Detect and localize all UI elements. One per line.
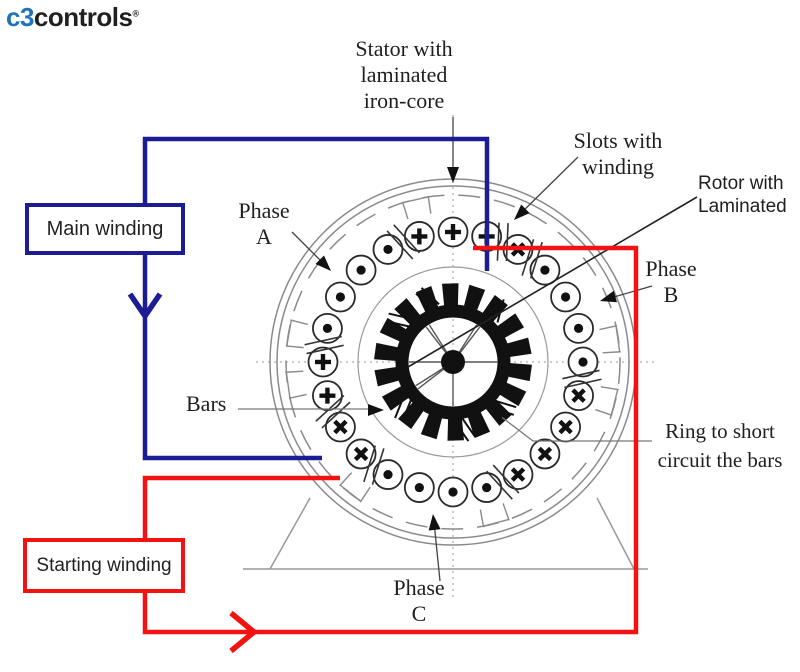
c3controls-logo: c3controls® [6,2,139,33]
rotor-shaft-hub [441,350,465,374]
main-winding-box: Main winding [25,203,185,255]
rotor-label: Rotor with Laminated [698,173,787,217]
winding-slot-symbols [307,216,599,508]
registered-trademark-icon: ® [132,8,140,19]
phase-b-label: Phase B [645,256,697,307]
stator-slot-opening-marks [285,195,621,528]
ring-label: Ring to short circuit the bars [657,419,783,472]
leader-arrowheads [315,167,617,531]
phase-c-label: Phase C [393,575,445,626]
main-winding-wire [127,136,490,461]
bars-label: Bars [186,391,227,416]
starting-winding-flow-arrow-icon [229,610,259,654]
stator-label: Stator with laminated iron-core [355,36,453,113]
slots-label: Slots with winding [573,128,663,179]
motor-base [243,497,648,570]
leader-lines [238,117,698,582]
starting-winding-wire [142,245,639,654]
starting-winding-box: Starting winding [23,538,185,593]
stator-bore-circle [357,266,549,458]
phase-a-label: Phase A [238,198,290,249]
starting-winding-box-label: Starting winding [36,554,172,576]
logo-controls-part: controls [33,2,133,32]
rotor [374,283,532,442]
rotor-spokes [409,324,497,406]
logo-c3-part: c3 [6,2,34,32]
stator-slot-dashed-ring [285,194,621,530]
rotor-core-ring [395,304,511,420]
main-winding-box-label: Main winding [46,217,164,240]
main-winding-flow-arrow-icon [127,292,163,321]
rotor-teeth [374,283,532,441]
